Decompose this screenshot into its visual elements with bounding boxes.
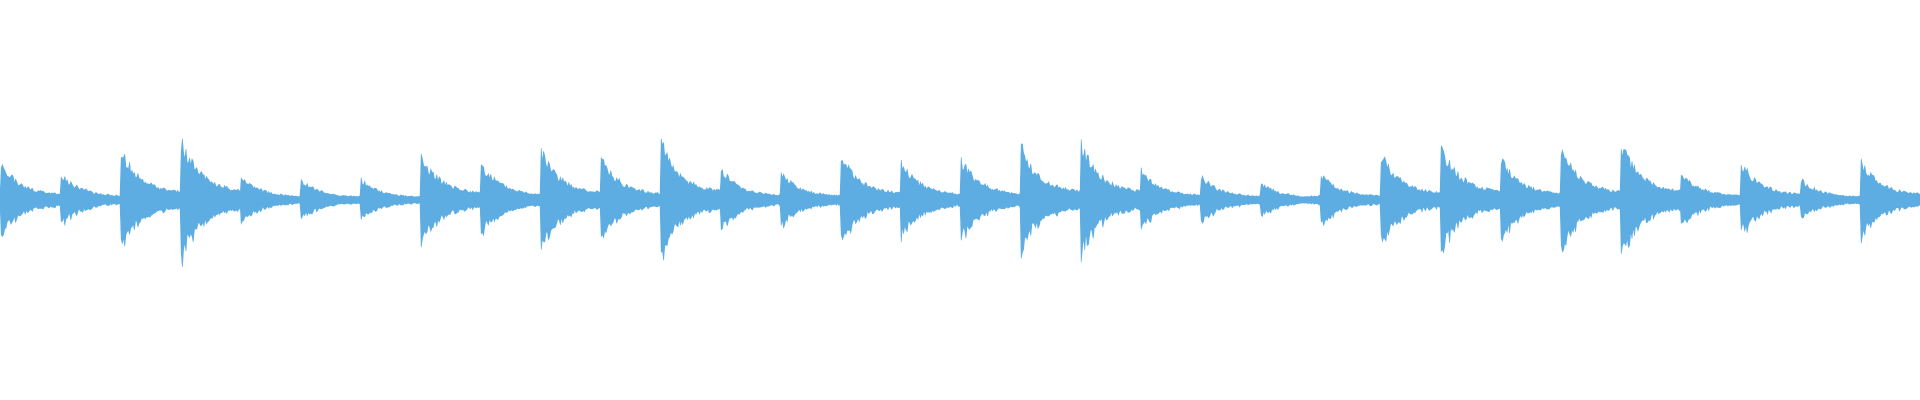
waveform-segment [359, 177, 421, 220]
waveform-segment [1199, 175, 1261, 224]
waveform-segment [899, 159, 961, 243]
waveform-segment [419, 153, 481, 248]
waveform-segment [1319, 175, 1381, 226]
waveform-segment [239, 177, 301, 225]
waveform-segment [599, 156, 661, 238]
waveform-segment [59, 176, 121, 226]
waveform-segment [1139, 167, 1201, 230]
waveform-segment [1739, 165, 1801, 233]
waveform-segment [299, 178, 361, 220]
waveform-segment [839, 159, 901, 241]
waveform-segment [1079, 139, 1141, 263]
waveform-path-group [0, 138, 1920, 268]
waveform-segment [779, 172, 841, 229]
waveform-segment [179, 138, 241, 268]
waveform-segment [119, 154, 181, 247]
waveform-segment [479, 164, 541, 236]
waveform-segment [1679, 174, 1741, 224]
waveform-segment [0, 163, 61, 238]
waveform-segment [1499, 158, 1561, 242]
waveform-segment [1559, 148, 1621, 253]
waveform-segment [1619, 148, 1681, 254]
waveform-segment [1859, 158, 1920, 244]
waveform-segment [1019, 143, 1081, 259]
waveform-segment [659, 138, 721, 261]
waveform-segment [1379, 156, 1441, 242]
waveform-segment [719, 168, 781, 231]
waveform-segment [1439, 145, 1501, 254]
waveform-segment [959, 157, 1021, 241]
waveform-segment [1799, 179, 1861, 219]
waveform-segment [1259, 183, 1321, 218]
waveform-segment [539, 148, 601, 250]
